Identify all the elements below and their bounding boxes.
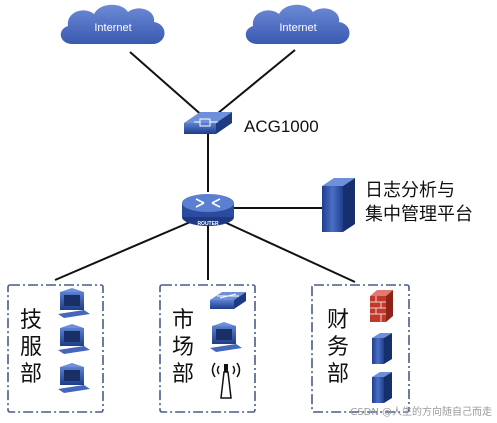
wireless-ap-icon — [211, 362, 241, 399]
dept-market-char1: 市 — [172, 308, 194, 333]
log-platform-label-line2: 集中管理平台 — [365, 204, 473, 225]
internet-cloud-icon: Internet — [245, 4, 350, 44]
server-icon — [372, 333, 392, 364]
pc-icon — [58, 363, 90, 393]
pc-icon — [210, 322, 242, 352]
dept-finance-char1: 财 — [327, 308, 349, 333]
dept-box-finance — [311, 284, 410, 413]
pc-icon — [58, 288, 90, 318]
dept-tech-char1: 技 — [20, 308, 42, 333]
dept-market-char3: 部 — [172, 362, 194, 387]
log-platform-label-line1: 日志分析与 — [365, 180, 455, 201]
dept-finance-char2: 务 — [327, 335, 349, 360]
acg-gateway-icon — [184, 112, 232, 134]
link-cloud1-acg — [129, 51, 206, 119]
switch-icon — [210, 292, 246, 309]
log-server-icon — [322, 178, 355, 232]
dept-finance-char3: 部 — [327, 362, 349, 387]
dept-market-char2: 场 — [172, 335, 194, 360]
link-router-tech — [54, 219, 196, 281]
cloud-label: Internet — [94, 22, 131, 34]
pc-icon — [58, 324, 90, 354]
dept-box-tech — [7, 284, 104, 413]
firewall-icon — [370, 290, 393, 322]
router-badge: ROUTER — [197, 221, 219, 227]
link-router-finance — [219, 219, 356, 283]
server-icon — [372, 372, 392, 403]
internet-cloud-icon: Internet — [60, 4, 165, 44]
watermark-text: CSDN @人生的方向随自己而走 — [350, 405, 492, 418]
connection-lines — [54, 49, 356, 283]
cloud-label: Internet — [279, 22, 316, 34]
acg-label: ACG1000 — [244, 117, 319, 136]
router-icon: ROUTER — [182, 194, 234, 227]
link-cloud2-acg — [211, 49, 296, 119]
dept-box-market — [159, 284, 256, 413]
dept-tech-char2: 服 — [20, 335, 42, 360]
dept-tech-char3: 部 — [20, 362, 42, 387]
